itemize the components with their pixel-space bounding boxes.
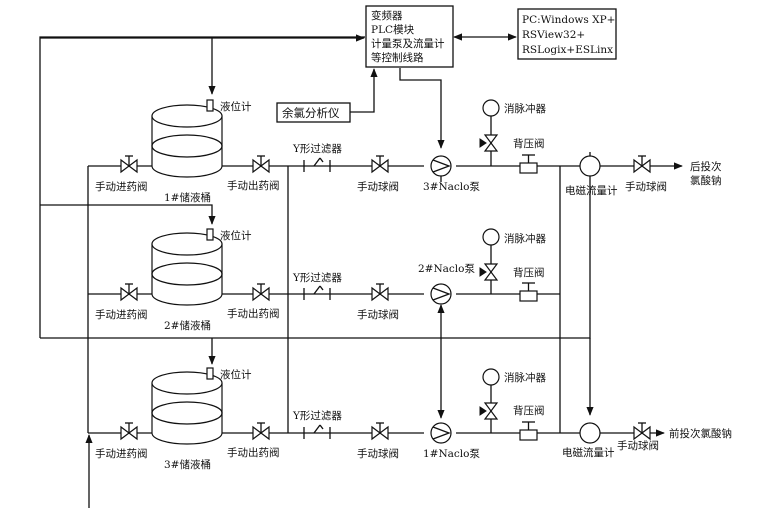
damper-valve-icon [483,402,499,420]
tank-2-label: 2#储液桶 [164,319,211,332]
tank-3-label: 3#储液桶 [164,458,211,471]
manual-outlet-valve-label: 手动出药阀 [227,446,280,459]
signal-to-tank2 [40,204,216,225]
level-gauge-icon [206,99,214,112]
back-pressure-valve-icon [519,429,538,441]
pulse-damper-icon [482,99,500,117]
ball-valve-icon [633,422,651,441]
em-flowmeter-icon [579,155,601,177]
manual-outlet-valve-label: 手动出药阀 [227,307,280,320]
pump-1-label: 1#Naclo泵 [423,448,480,460]
manual-ball-valve-label: 手动球阀 [357,447,399,460]
pc-box [517,8,617,60]
outlet-bottom-label: 前投次氯酸钠 [669,427,732,440]
manual-ball-valve-label: 手动球阀 [357,180,399,193]
pc-box-line1: PC:Windows XP+ [522,14,615,26]
pump-3-icon [430,155,452,177]
back-pressure-valve-icon [519,290,538,302]
pulse-damper-label: 消脉冲器 [504,232,546,245]
ball-valve-icon [371,283,389,302]
manual-inlet-valve-label: 手动进药阀 [95,447,148,460]
signal-loop-line [39,36,365,338]
y-filter-label: Y形过滤器 [292,142,342,155]
level-gauge-label: 液位计 [220,100,252,113]
tank-1 [151,99,223,178]
level-gauge-label: 液位计 [220,229,252,242]
outlet-valve-icon [252,283,270,302]
manual-inlet-valve-label: 手动进药阀 [95,308,148,321]
damper-branch-3 [479,368,538,441]
inlet-valve-icon [120,422,138,441]
inlet-valve-icon [120,155,138,174]
inlet-valve-icon [120,283,138,302]
manual-inlet-valve-label: 手动进药阀 [95,180,148,193]
pulse-damper-icon [482,228,500,246]
back-pressure-valve-label: 背压阀 [513,137,545,150]
pc-box-line3: RSLogix+ESLinx [522,44,613,56]
damper-valve-icon [483,263,499,281]
back-pressure-valve-label: 背压阀 [513,266,545,279]
outlet-top-line1: 后投次 [690,160,722,173]
tank-1-label: 1#储液桶 [164,191,211,204]
pump-2-icon [430,283,452,305]
y-filter-icon [303,157,331,172]
ball-valve-icon [371,155,389,174]
pump-1-icon [430,422,452,444]
damper-branch-2 [479,228,538,302]
em-flowmeter-label: 电磁流量计 [562,446,615,459]
level-gauge-icon [206,228,214,241]
control-box [365,5,454,68]
analyzer-box-label: 余氯分析仪 [282,106,340,120]
manual-outlet-valve-label: 手动出药阀 [227,179,280,192]
y-filter-icon [303,424,331,439]
damper-branch-1 [479,99,538,174]
tank-2 [151,228,223,306]
level-gauge-label: 液位计 [220,368,252,381]
outlet-valve-icon [252,422,270,441]
manual-ball-valve-label: 手动球阀 [617,439,659,452]
pulse-damper-label: 消脉冲器 [504,371,546,384]
back-pressure-valve-label: 背压阀 [513,404,545,417]
control-box-line1: 变频器 [371,9,403,22]
manual-ball-valve-label: 手动球阀 [625,180,667,193]
y-filter-icon [303,285,331,300]
pulse-damper-label: 消脉冲器 [504,102,546,115]
ball-valve-icon [633,155,651,174]
control-box-line4: 等控制线路 [371,51,424,64]
control-box-line3: 计量泵及流量计 [371,37,445,50]
em-flowmeter-label: 电磁流量计 [565,184,618,197]
em-flowmeter-icon [579,422,601,444]
damper-valve-icon [483,134,499,152]
signal-to-pump3 [399,68,445,149]
pump-3-label: 3#Naclo泵 [423,181,480,193]
level-gauge-icon [206,367,214,380]
analyzer-signal-line [350,68,378,113]
outlet-top-line2: 氯酸钠 [690,174,722,187]
ball-valve-icon [371,422,389,441]
outlet-valve-icon [252,155,270,174]
y-filter-label: Y形过滤器 [292,271,342,284]
control-box-line2: PLC模块 [371,24,415,36]
tank-3 [151,367,223,445]
y-filter-label: Y形过滤器 [292,409,342,422]
manual-ball-valve-label: 手动球阀 [357,308,399,321]
pump-2-label: 2#Naclo泵 [418,263,475,275]
pulse-damper-icon [482,368,500,386]
pc-box-line2: RSView32+ [522,29,585,41]
back-pressure-valve-icon [519,162,538,174]
